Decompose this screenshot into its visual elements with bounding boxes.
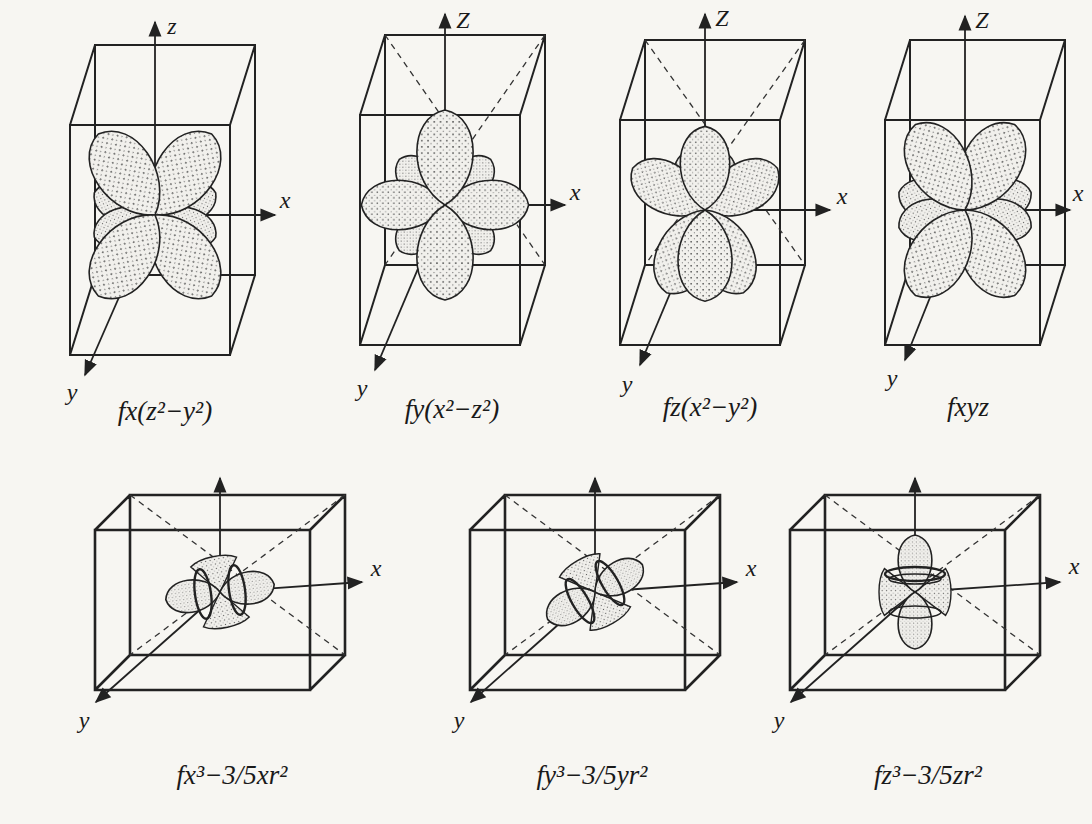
orbital-lobes [620, 126, 790, 304]
axis-label: x [837, 183, 848, 209]
axis-label: x [371, 555, 382, 581]
coordinate-axis [85, 14, 1070, 702]
axis-label: x [1069, 553, 1080, 579]
axis-label: y [454, 707, 465, 733]
orbital-lobes [890, 110, 1039, 310]
axis-label: z [167, 13, 176, 39]
cube-diagonal [130, 35, 1040, 655]
cube-outline [70, 35, 1065, 690]
orbital-label: fy³−3/5yr² [537, 761, 648, 791]
axis-label: y [887, 365, 898, 391]
axis-label: x [570, 179, 581, 205]
axis-label: Z [456, 7, 469, 33]
axis-label: y [357, 375, 368, 401]
axis-label: y [67, 379, 78, 405]
orbital-lobes [879, 535, 951, 649]
axis-label: Z [975, 7, 988, 33]
orbital-label: fx³−3/5xr² [177, 761, 288, 791]
axis-label: Z [715, 5, 728, 31]
axis-label: x [280, 187, 291, 213]
orbital-lobes [164, 552, 277, 632]
axis-label: y [622, 371, 633, 397]
orbital-label: fz(x²−y²) [663, 393, 757, 423]
orbital-lobes [74, 117, 235, 312]
orbital-label: fz³−3/5zr² [874, 761, 982, 791]
orbital-label: fx(z²−y²) [118, 397, 212, 427]
orbital-lobes [361, 110, 528, 300]
orbital-label: fy(x²−z²) [405, 395, 499, 425]
orbital-label: fxyz [947, 393, 989, 423]
axis-label: x [1073, 180, 1084, 206]
axis-label: x [746, 555, 757, 581]
axis-label: y [79, 707, 90, 733]
orbital-lobes [540, 549, 651, 635]
axis-label: y [774, 707, 785, 733]
